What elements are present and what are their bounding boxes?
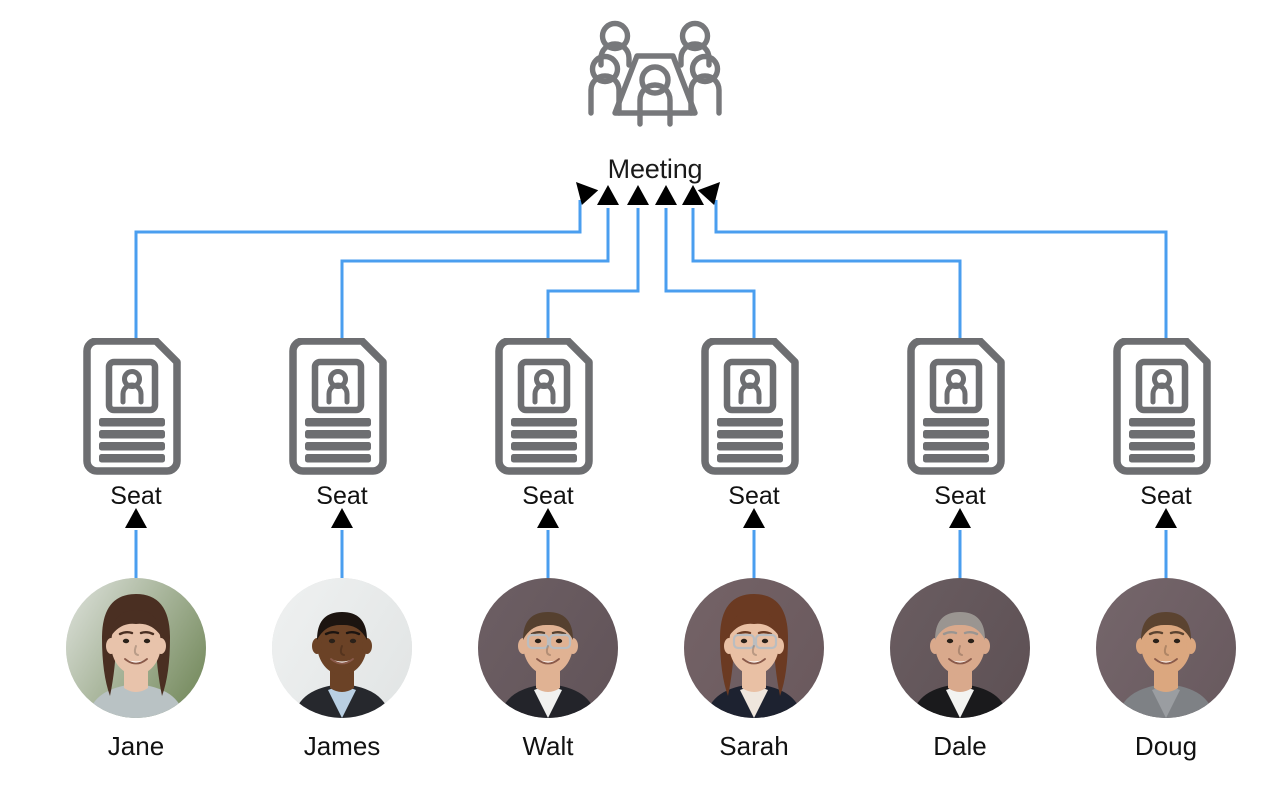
seat-document-icon: [82, 337, 190, 480]
connector-seat-5-to-meeting: [691, 208, 962, 341]
seat-node-5[interactable]: [906, 337, 1014, 481]
avatar-walt[interactable]: [478, 578, 618, 718]
seat-document-icon: [700, 337, 808, 480]
seat-node-label-1[interactable]: Seat: [110, 482, 162, 510]
seat-node-1[interactable]: [82, 337, 190, 481]
seat-node-2[interactable]: [288, 337, 396, 481]
arrowhead-person-2: [331, 508, 353, 528]
seat-node-label-5[interactable]: Seat: [934, 482, 986, 510]
seat-document-icon: [906, 337, 1014, 480]
arrowhead-seat-2: [597, 185, 619, 205]
arrowhead-seat-3: [627, 185, 649, 205]
connector-seat-2-to-meeting: [340, 208, 610, 341]
seat-document-icon: [1112, 337, 1220, 480]
seat-document-icon: [494, 337, 602, 480]
meeting-icon: [585, 18, 725, 133]
seat-node-label-6[interactable]: Seat: [1140, 482, 1192, 510]
person-label-walt[interactable]: Walt: [522, 731, 574, 761]
arrowhead-person-5: [949, 508, 971, 528]
person-label-sarah[interactable]: Sarah: [719, 731, 789, 761]
avatar-jane[interactable]: [66, 578, 206, 718]
avatar-sarah[interactable]: [684, 578, 824, 718]
connector-seat-3-to-meeting: [546, 208, 640, 341]
arrowhead-person-1: [125, 508, 147, 528]
seat-node-3[interactable]: [494, 337, 602, 481]
arrowhead-person-6: [1155, 508, 1177, 528]
arrowhead-seat-6: [697, 182, 720, 205]
person-label-james[interactable]: James: [303, 731, 381, 761]
connector-seat-1-to-meeting: [134, 200, 582, 341]
seat-document-icon: [288, 337, 396, 480]
meeting-node-label[interactable]: Meeting: [607, 154, 703, 184]
avatar-dale[interactable]: [890, 578, 1030, 718]
avatar-james[interactable]: [272, 578, 412, 718]
connector-seat-6-to-meeting: [714, 200, 1168, 341]
arrowhead-seat-1: [576, 182, 599, 205]
arrowhead-person-3: [537, 508, 559, 528]
arrowhead-seat-5: [682, 185, 704, 205]
arrowhead-person-4: [743, 508, 765, 528]
connector-seat-4-to-meeting: [664, 208, 756, 341]
seat-node-label-2[interactable]: Seat: [316, 482, 368, 510]
seat-node-label-4[interactable]: Seat: [728, 482, 780, 510]
seat-node-label-3[interactable]: Seat: [522, 482, 574, 510]
person-label-doug[interactable]: Doug: [1134, 731, 1198, 761]
seat-node-6[interactable]: [1112, 337, 1220, 481]
arrowhead-seat-4: [655, 185, 677, 205]
seat-node-4[interactable]: [700, 337, 808, 481]
person-label-dale[interactable]: Dale: [933, 731, 987, 761]
avatar-doug[interactable]: [1096, 578, 1236, 718]
person-label-jane[interactable]: Jane: [107, 731, 165, 761]
